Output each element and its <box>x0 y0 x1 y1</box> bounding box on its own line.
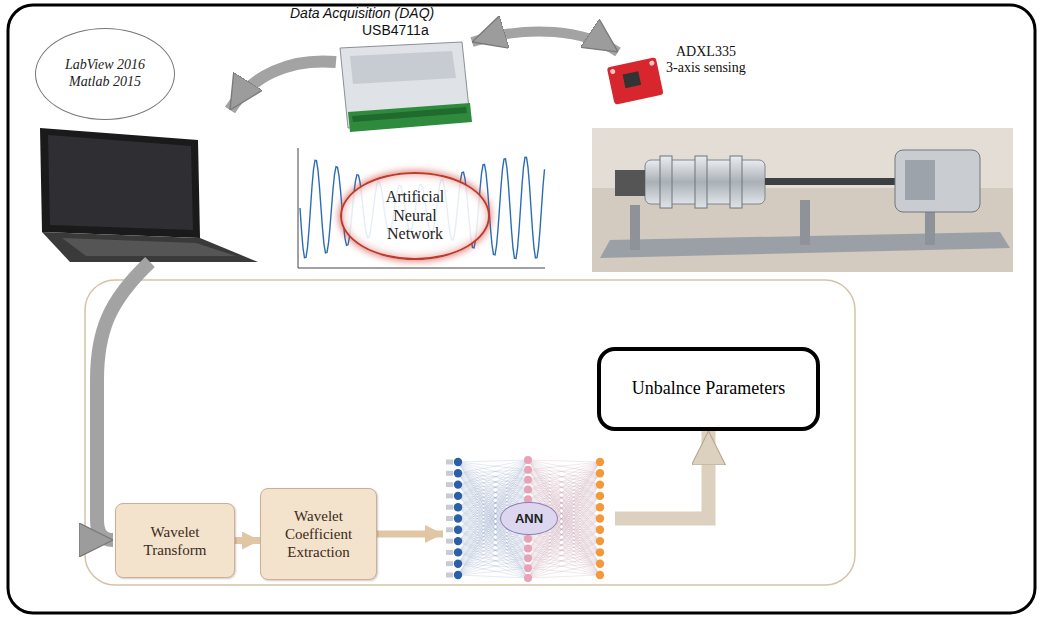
flow-arrow <box>377 531 443 538</box>
network-link <box>458 460 528 473</box>
network-link <box>528 462 600 499</box>
hidden-neuron <box>524 574 532 582</box>
flow-arrow <box>97 262 150 540</box>
network-link <box>528 460 600 462</box>
input-tag <box>446 460 453 465</box>
network-link <box>458 460 528 462</box>
network-link <box>528 552 600 578</box>
hidden-neuron <box>524 564 532 572</box>
input-neuron <box>454 526 462 534</box>
network-link <box>458 539 528 564</box>
sensor-note: 3-axis sensing <box>666 60 746 77</box>
flow-arrow <box>230 61 336 110</box>
input-neuron <box>454 571 462 579</box>
input-neuron <box>454 503 462 511</box>
network-link <box>458 558 528 575</box>
network-link <box>458 568 528 575</box>
output-neuron <box>596 571 604 579</box>
hidden-neuron <box>524 486 532 494</box>
network-link <box>458 575 528 578</box>
process-box: Wavelet Transform <box>115 503 235 578</box>
output-neuron <box>596 492 604 500</box>
input-neuron <box>454 458 462 466</box>
process-panel <box>85 280 855 585</box>
network-link <box>528 460 600 473</box>
input-tag <box>446 550 453 555</box>
flow-arrow <box>615 431 709 519</box>
input-tag <box>446 471 453 476</box>
input-neuron <box>454 514 462 522</box>
input-neuron <box>454 537 462 545</box>
flow-arrow <box>235 537 260 544</box>
output-neuron <box>596 514 604 522</box>
process-label: Wavelet Transform <box>122 523 228 559</box>
input-tag <box>446 516 453 521</box>
flow-arrow <box>472 31 618 52</box>
output-neuron <box>596 480 604 488</box>
sensor-name: ADXL335 <box>676 44 736 61</box>
ann-label: ANN <box>500 502 558 536</box>
input-neuron <box>454 492 462 500</box>
daq-device <box>340 42 472 132</box>
output-neuron <box>596 503 604 511</box>
hidden-neuron <box>524 466 532 474</box>
network-link <box>458 539 528 553</box>
network-link <box>528 575 600 578</box>
network-link <box>528 564 600 578</box>
hidden-neuron <box>524 545 532 553</box>
input-neuron <box>454 480 462 488</box>
output-label: Unbalnce Parameters <box>632 378 785 400</box>
input-tag <box>446 505 453 510</box>
hidden-neuron <box>524 476 532 484</box>
network-link <box>458 541 528 568</box>
network-link <box>528 541 600 578</box>
ann-block: ANN <box>443 455 615 582</box>
input-tag <box>446 482 453 487</box>
device-model: USB4711a <box>362 22 429 39</box>
input-tag <box>446 527 453 532</box>
input-tag <box>446 493 453 498</box>
hidden-neuron <box>524 535 532 543</box>
input-neuron <box>454 548 462 556</box>
neural-network-graphic <box>446 456 604 582</box>
hidden-neuron <box>524 554 532 562</box>
output-neuron <box>596 526 604 534</box>
output-neuron <box>596 458 604 466</box>
outer-border <box>8 5 1035 613</box>
output-box: Unbalnce Parameters <box>597 347 820 431</box>
hidden-neuron <box>524 456 532 464</box>
device-title: Data Acquisition (DAQ) <box>290 5 434 22</box>
process-box: Wavelet Coefficient Extraction <box>260 488 377 580</box>
rotor-rig-photo <box>592 128 1013 272</box>
signal-chart <box>285 140 547 272</box>
input-tag <box>446 539 453 544</box>
network-link <box>458 529 528 564</box>
input-tag <box>446 561 453 566</box>
network-link <box>458 549 528 576</box>
sensor-board <box>607 57 664 105</box>
output-neuron <box>596 537 604 545</box>
input-neuron <box>454 469 462 477</box>
network-link <box>528 530 600 578</box>
output-neuron <box>596 560 604 568</box>
output-neuron <box>596 469 604 477</box>
process-label: Wavelet Coefficient Extraction <box>267 507 370 561</box>
input-neuron <box>454 560 462 568</box>
output-neuron <box>596 548 604 556</box>
network-link <box>458 549 528 564</box>
software-label: LabView 2016 Matlab 2015 <box>57 57 153 91</box>
network-ellipse: Artificial Neural Network <box>340 172 490 260</box>
laptop-icon <box>40 128 258 262</box>
network-link <box>458 529 528 575</box>
network-label: Artificial Neural Network <box>374 188 456 243</box>
network-link <box>458 539 528 575</box>
input-tag <box>446 573 453 578</box>
software-ellipse: LabView 2016 Matlab 2015 <box>35 28 175 120</box>
